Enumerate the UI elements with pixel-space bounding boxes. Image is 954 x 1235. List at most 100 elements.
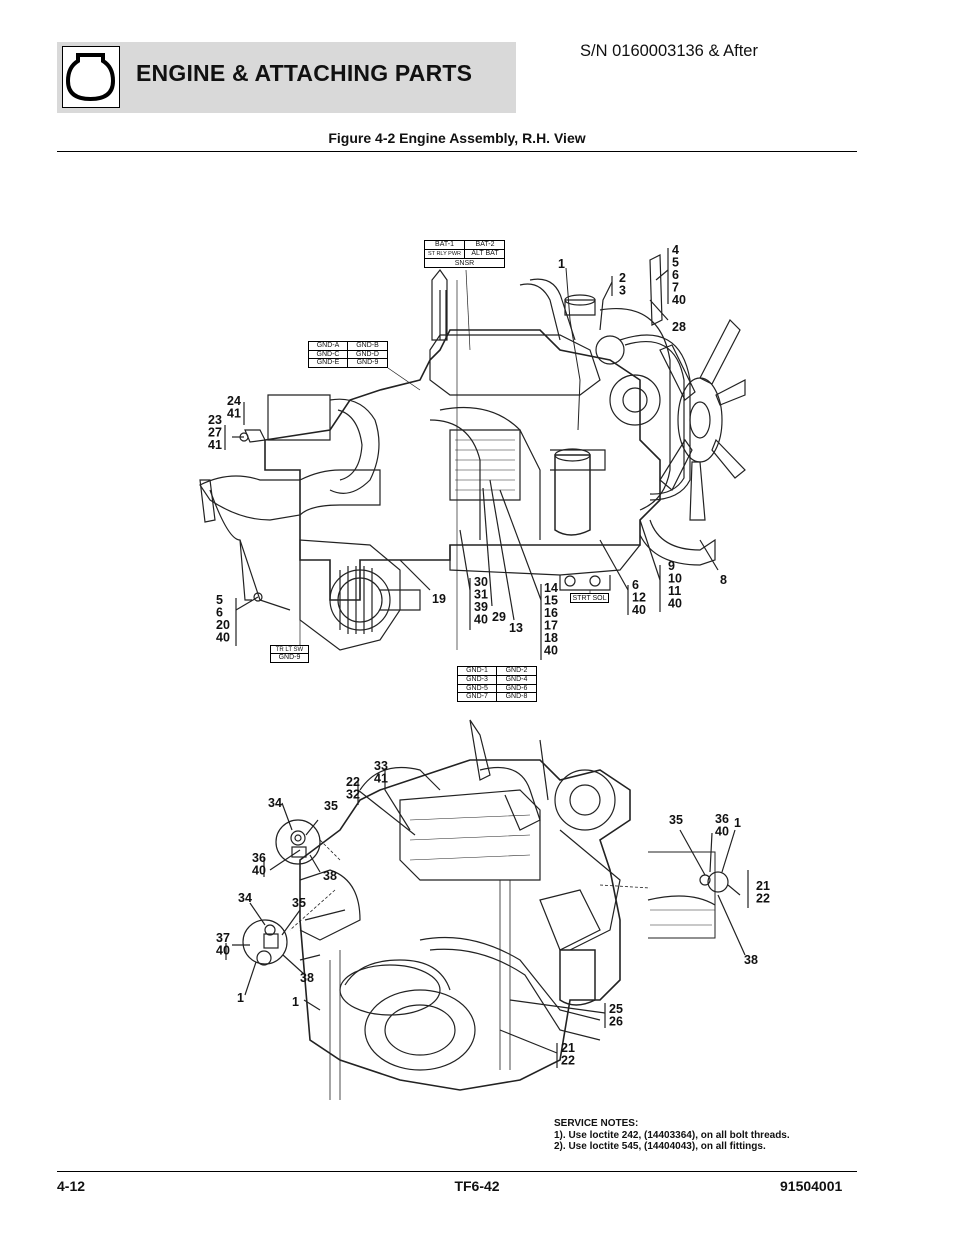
page-title: ENGINE & ATTACHING PARTS [136, 60, 473, 86]
service-note-2: 2). Use loctite 545, (14404043), on all … [554, 1141, 766, 1152]
callout-number: 27 [208, 426, 222, 440]
callout-number: 6 [632, 578, 639, 592]
header-divider [57, 151, 857, 152]
wire-label-box-strt: STRT SOL [570, 593, 609, 603]
callout-number: 41 [374, 772, 388, 786]
wire-label: GND-5 [458, 685, 497, 693]
callout-number: 34 [268, 796, 282, 810]
callout-number: 41 [227, 407, 241, 421]
callout-number: 35 [324, 799, 338, 813]
callout-number: 40 [544, 644, 558, 658]
wire-label: GND-9 [356, 359, 379, 366]
wire-label: GND-9 [278, 654, 301, 661]
service-note-1: 1). Use loctite 242, (14403364), on all … [554, 1129, 790, 1141]
serial-number-range: S/N 0160003136 & After [580, 42, 758, 60]
callout-number: 10 [668, 572, 682, 586]
callout-number: 22 [346, 775, 360, 789]
wire-label: GND-1 [458, 667, 497, 676]
callout-number: 1 [237, 991, 244, 1005]
callout-number: 17 [544, 619, 558, 633]
wire-label: GND-B [348, 342, 387, 351]
wire-label: GND-7 [458, 693, 497, 701]
wire-label-box-bat: BAT-1 BAT-2 ST RLY PWR ALT BAT SNSR [424, 240, 505, 268]
callout-number: 40 [632, 603, 646, 617]
callout-number: 22 [756, 892, 770, 906]
callout-number: 34 [238, 891, 252, 905]
callout-number: 26 [609, 1015, 623, 1029]
callout-number: 15 [544, 594, 558, 608]
section-header-band [57, 42, 516, 113]
callout-number: 32 [346, 788, 360, 802]
engine-section-icon [62, 46, 120, 108]
wire-label-box-trlt: TR LT SW GND-9 [270, 645, 309, 663]
callout-number: 40 [216, 944, 230, 958]
callout-number: 19 [432, 592, 446, 606]
callout-number: 36 [252, 851, 266, 865]
footer-divider [57, 1171, 857, 1172]
callout-number: 33 [374, 759, 388, 773]
wire-label: ST RLY PWR [425, 250, 465, 259]
wire-label: GND-3 [458, 676, 497, 685]
callout-number: 5 [672, 256, 679, 270]
page-number: 4-12 [57, 1178, 86, 1194]
wire-label: SNSR [454, 260, 475, 267]
callout-number: 1 [734, 816, 741, 830]
wire-label: GND-8 [505, 693, 528, 700]
callout-number: 14 [544, 581, 558, 595]
callout-number: 6 [672, 268, 679, 282]
callout-number: 40 [216, 631, 230, 645]
wire-label: ALT BAT [465, 250, 505, 259]
wire-label: BAT-2 [465, 241, 505, 250]
callout-number: 39 [474, 600, 488, 614]
document-number: 91504001 [780, 1178, 843, 1194]
wire-label: GND-6 [497, 685, 536, 693]
callout-number: 38 [300, 971, 314, 985]
callout-number: 21 [561, 1041, 575, 1055]
wire-label: TR LT SW [271, 646, 308, 654]
figure-caption: Figure 4-2 Engine Assembly, R.H. View [328, 130, 586, 146]
callout-number: 40 [715, 825, 729, 839]
wire-label: GND-2 [497, 667, 536, 676]
callout-number: 40 [672, 293, 686, 307]
callout-number: 40 [668, 597, 682, 611]
callout-number: 1 [292, 995, 299, 1009]
wire-label-box-gnd-top: GND-A GND-B GND-C GND-D GND-E GND-9 [308, 341, 388, 368]
callout-number: 1 [558, 257, 565, 271]
callout-number: 5 [216, 593, 223, 607]
callout-number: 4 [672, 243, 679, 257]
callout-number: 18 [544, 631, 558, 645]
wire-label: GND-E [309, 359, 348, 367]
callout-number: 24 [227, 394, 241, 408]
callout-number: 37 [216, 931, 230, 945]
callout-number: 3 [619, 284, 626, 298]
callout-number: 29 [492, 610, 506, 624]
callout-number: 35 [669, 813, 683, 827]
wire-label: GND-C [309, 351, 348, 359]
wire-label: GND-D [348, 351, 387, 359]
wire-label: BAT-1 [425, 241, 465, 250]
callout-number: 35 [292, 896, 306, 910]
callout-number: 38 [744, 953, 758, 967]
callout-number: 40 [474, 613, 488, 627]
callout-number: 36 [715, 812, 729, 826]
callout-number: 41 [208, 438, 222, 452]
callout-number: 13 [509, 621, 523, 635]
callout-number: 12 [632, 591, 646, 605]
callout-number: 9 [668, 559, 675, 573]
callout-number: 31 [474, 588, 488, 602]
callout-number: 30 [474, 575, 488, 589]
callout-number: 25 [609, 1002, 623, 1016]
callout-number: 21 [756, 879, 770, 893]
wire-label-box-gnd-bottom: GND-1 GND-2 GND-3 GND-4 GND-5 GND-6 GND-… [457, 666, 537, 702]
callout-number: 22 [561, 1054, 575, 1068]
callout-number: 40 [252, 864, 266, 878]
callout-number: 2 [619, 271, 626, 285]
callout-number: 38 [323, 869, 337, 883]
model-number: TF6-42 [454, 1178, 500, 1194]
callout-number: 28 [672, 320, 686, 334]
service-notes-heading: SERVICE NOTES: [554, 1118, 639, 1129]
wire-label: GND-4 [497, 676, 536, 685]
callout-number: 16 [544, 606, 558, 620]
callout-number: 8 [720, 573, 727, 587]
